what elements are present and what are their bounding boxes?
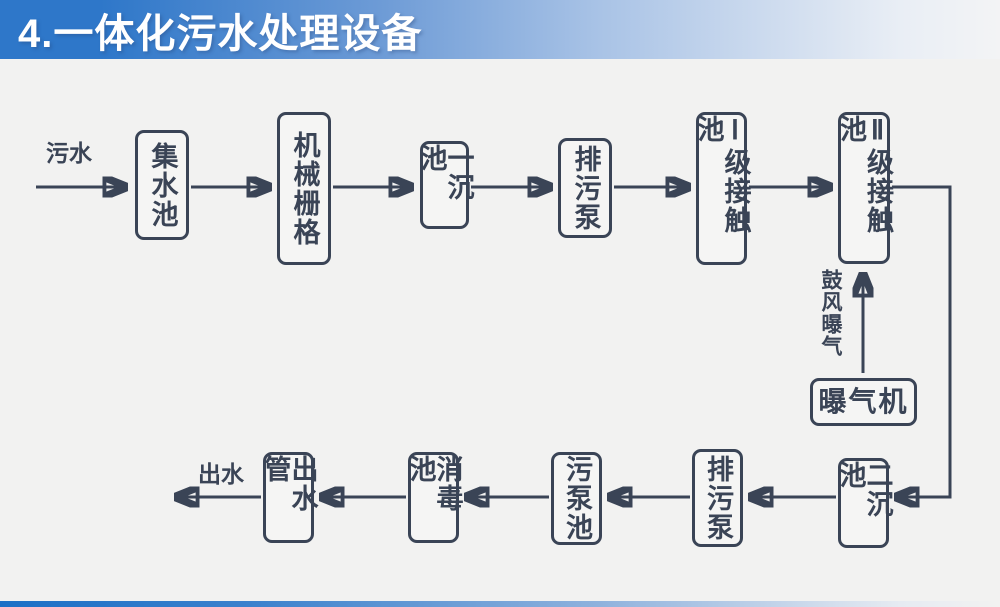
node-sludge-pump-tank: 污泵池: [551, 452, 602, 545]
aeration-label: 鼓风曝气: [819, 269, 842, 357]
node-level2-contact-tank: Ⅱ级接触池: [836, 112, 893, 264]
node-sewage-pump-top: 排污泵: [558, 138, 612, 238]
node-sewage-pump-top-label: 排污泵: [570, 144, 601, 232]
title-banner: 4.一体化污水处理设备: [0, 0, 1000, 59]
arrow-level2-to-secondary: [892, 185, 952, 497]
node-sewage-pump-bottom: 排污泵: [692, 449, 743, 547]
node-aerator: 曝气机: [810, 378, 917, 426]
node-primary-sedimentation: 一沉池: [416, 141, 474, 229]
node-level1-contact-tank-label: Ⅰ级接触池: [693, 115, 751, 235]
node-mechanical-grid-label: 机械栅格: [289, 130, 320, 247]
node-secondary-sedimentation: 二沉池: [835, 458, 893, 548]
node-aerator-label: 曝气机: [818, 386, 909, 417]
node-level1-contact-tank: Ⅰ级接触池: [693, 112, 751, 265]
node-outlet-pipe: 出水管: [260, 452, 318, 543]
node-secondary-sedimentation-label: 二沉池: [835, 461, 893, 519]
node-outlet-pipe-label: 出水管: [260, 455, 318, 513]
node-collection-tank: 集水池: [135, 130, 189, 240]
node-disinfection-tank-label: 消毒池: [405, 455, 463, 513]
node-sewage-pump-bottom-label: 排污泵: [703, 454, 733, 542]
node-mechanical-grid: 机械栅格: [277, 112, 331, 265]
bottom-accent-bar: [0, 601, 1000, 607]
node-sludge-pump-tank-label: 污泵池: [562, 455, 592, 542]
page-title: 4.一体化污水处理设备: [18, 11, 423, 56]
node-disinfection-tank: 消毒池: [405, 452, 463, 543]
influent-label: 污水: [46, 140, 92, 166]
node-level2-contact-tank-label: Ⅱ级接触池: [836, 115, 893, 235]
node-primary-sedimentation-label: 一沉池: [416, 144, 474, 202]
effluent-label: 出水: [198, 461, 244, 487]
node-collection-tank-label: 集水池: [147, 141, 178, 229]
